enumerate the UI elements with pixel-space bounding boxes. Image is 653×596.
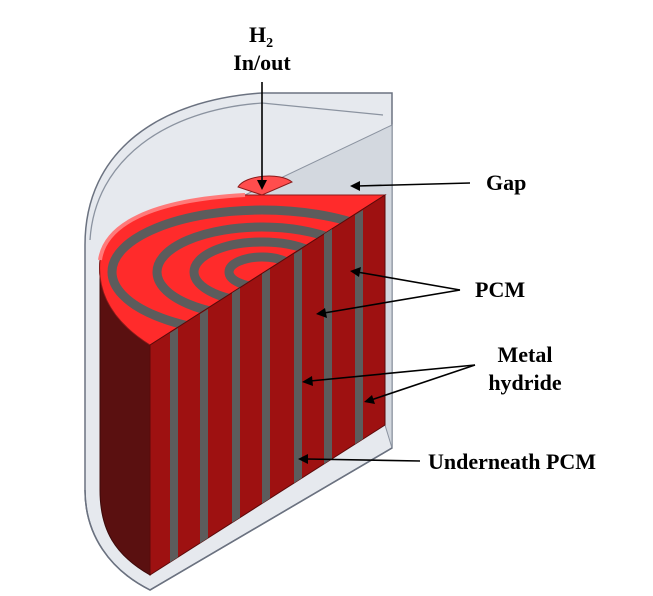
metal-hydride-slot-7 [355, 210, 363, 447]
label-pcm: PCM [475, 277, 525, 302]
metal-hydride-slot-3 [232, 288, 240, 525]
metal-hydride-slot-6 [324, 229, 332, 466]
metal-hydride-slot-4 [262, 269, 270, 506]
label-underneath-pcm: Underneath PCM [428, 449, 596, 474]
label-h2: H2 [249, 22, 273, 51]
metal-hydride-slot-2 [200, 309, 208, 546]
label-metal: Metal [498, 342, 553, 367]
label-gap: Gap [486, 170, 526, 195]
label-hydride: hydride [488, 370, 562, 395]
metal-hydride-slot-5 [294, 249, 302, 486]
label-inout: In/out [233, 50, 291, 75]
metal-hydride-slot-1 [170, 328, 178, 565]
